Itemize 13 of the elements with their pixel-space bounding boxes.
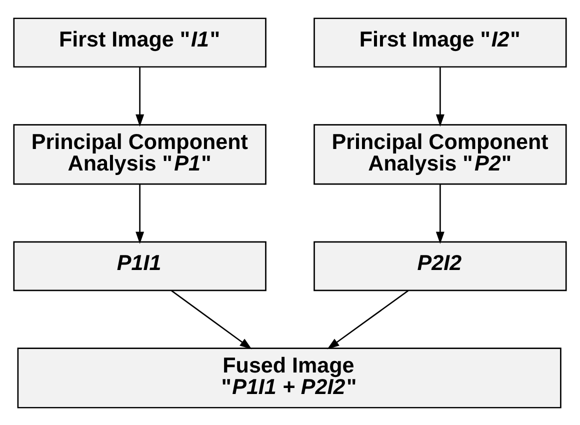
node-box: Principal Component Analysis "P1" [13, 124, 266, 184]
node-box: First Image "I1" [13, 17, 266, 68]
node-box: P2I2 [314, 240, 567, 291]
arrow [171, 290, 252, 349]
node-box: First Image "I2" [314, 17, 567, 68]
arrow [436, 66, 444, 126]
node-box: P1I1 [13, 240, 266, 291]
node-box: Principal Component Analysis "P2" [314, 124, 567, 184]
node-box: Fused Image "P1I1 + P2I2" [17, 347, 562, 408]
arrow [136, 184, 144, 244]
arrow [136, 66, 144, 126]
arrow [327, 290, 409, 349]
arrow [436, 184, 444, 244]
